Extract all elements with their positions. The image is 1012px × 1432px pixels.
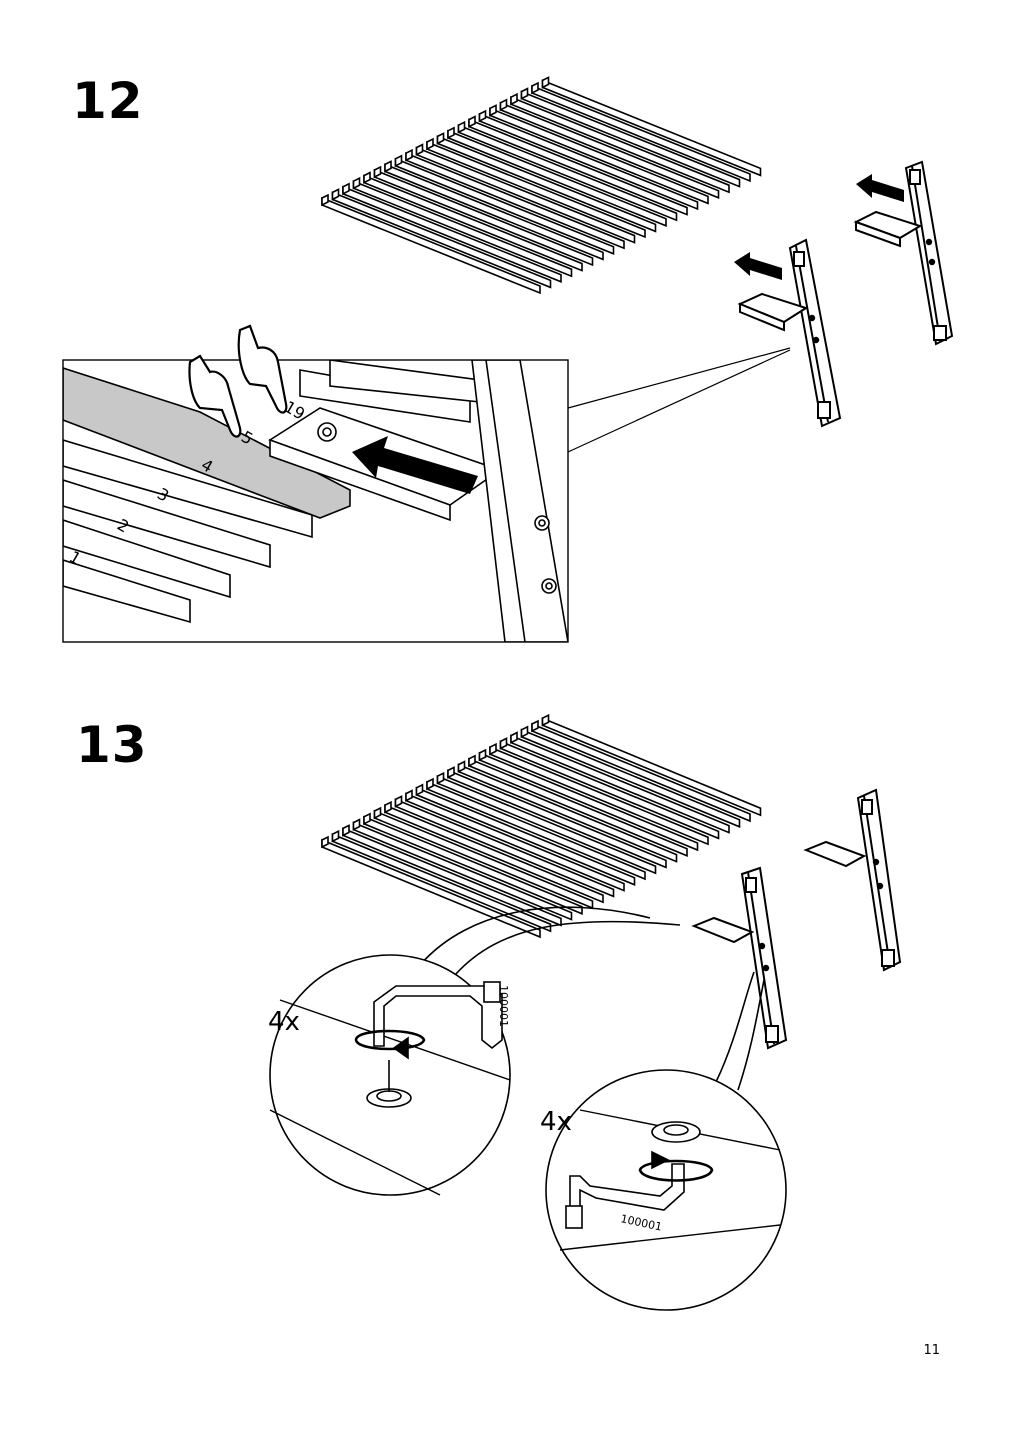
slat-end	[447, 766, 455, 779]
slat-end	[321, 193, 329, 207]
slat-end	[531, 719, 539, 733]
detail-slat	[63, 519, 231, 599]
slat-end	[363, 171, 371, 184]
rotate-arrow-icon	[354, 1029, 426, 1051]
slat-end	[426, 137, 434, 151]
step-12-detail-box: 1 2 3 4 5 19	[62, 359, 569, 643]
detail-slat	[63, 439, 313, 539]
step-13-number: 13	[76, 716, 148, 774]
slat-end	[352, 176, 361, 190]
slat-end	[384, 160, 392, 173]
detail-slat	[63, 479, 271, 569]
tool-code-left: 100001	[497, 985, 510, 1027]
slat-end	[384, 800, 392, 814]
allen-key-icon	[373, 981, 503, 1050]
slat-end	[373, 165, 382, 179]
step-12-leg-right	[853, 160, 954, 346]
slat-end	[415, 783, 424, 797]
slat-end	[478, 748, 487, 762]
slat-end	[342, 182, 350, 196]
slat-end	[405, 789, 413, 802]
slat-end	[394, 154, 403, 168]
step-13-detail-right	[545, 971, 787, 1311]
slat-end	[520, 725, 529, 739]
slat-end	[457, 760, 466, 773]
slat-end	[457, 120, 466, 134]
slat-end	[447, 126, 455, 140]
slat-end	[489, 104, 497, 117]
slat-end	[468, 115, 476, 128]
detail-slat	[63, 559, 191, 624]
slat-end	[436, 771, 445, 785]
quantity-label-right: 4x	[540, 1107, 572, 1137]
hand-pointing-icon	[188, 324, 288, 438]
slat-end	[373, 806, 382, 820]
slat-end	[541, 713, 550, 727]
slat-end	[541, 76, 550, 89]
slat-end	[321, 835, 329, 849]
slat-end	[489, 742, 497, 756]
slat-end	[394, 795, 403, 808]
step-13-leg-left	[691, 866, 788, 1050]
allen-key-icon	[565, 1163, 685, 1229]
step-12-leg-left	[737, 238, 842, 428]
step-12-slat-frame	[321, 76, 762, 295]
slat-end	[363, 812, 371, 826]
slat-end	[478, 109, 487, 123]
slat-end	[468, 754, 476, 768]
slat-end	[499, 98, 508, 112]
slat-end	[510, 92, 518, 106]
slat-end	[520, 87, 529, 100]
slat-end	[352, 818, 361, 831]
slat-end	[405, 148, 413, 162]
step-12-number: 12	[72, 72, 144, 130]
slat-end	[415, 143, 424, 156]
slat-end	[510, 731, 518, 744]
slat-end	[499, 737, 508, 750]
slat-end	[436, 132, 445, 145]
quantity-label-left: 4x	[268, 1007, 300, 1037]
push-arrow-icon	[734, 174, 904, 280]
step-13-detail-left	[269, 906, 681, 1196]
step-13-slat-frame	[321, 713, 762, 939]
slat-end	[331, 188, 340, 201]
slat-end	[331, 829, 340, 843]
step-13-leg-right	[803, 788, 902, 972]
slat-end	[342, 824, 350, 837]
slat-end	[426, 777, 434, 791]
slat-end	[531, 81, 539, 95]
page-number: 11	[923, 1343, 940, 1358]
